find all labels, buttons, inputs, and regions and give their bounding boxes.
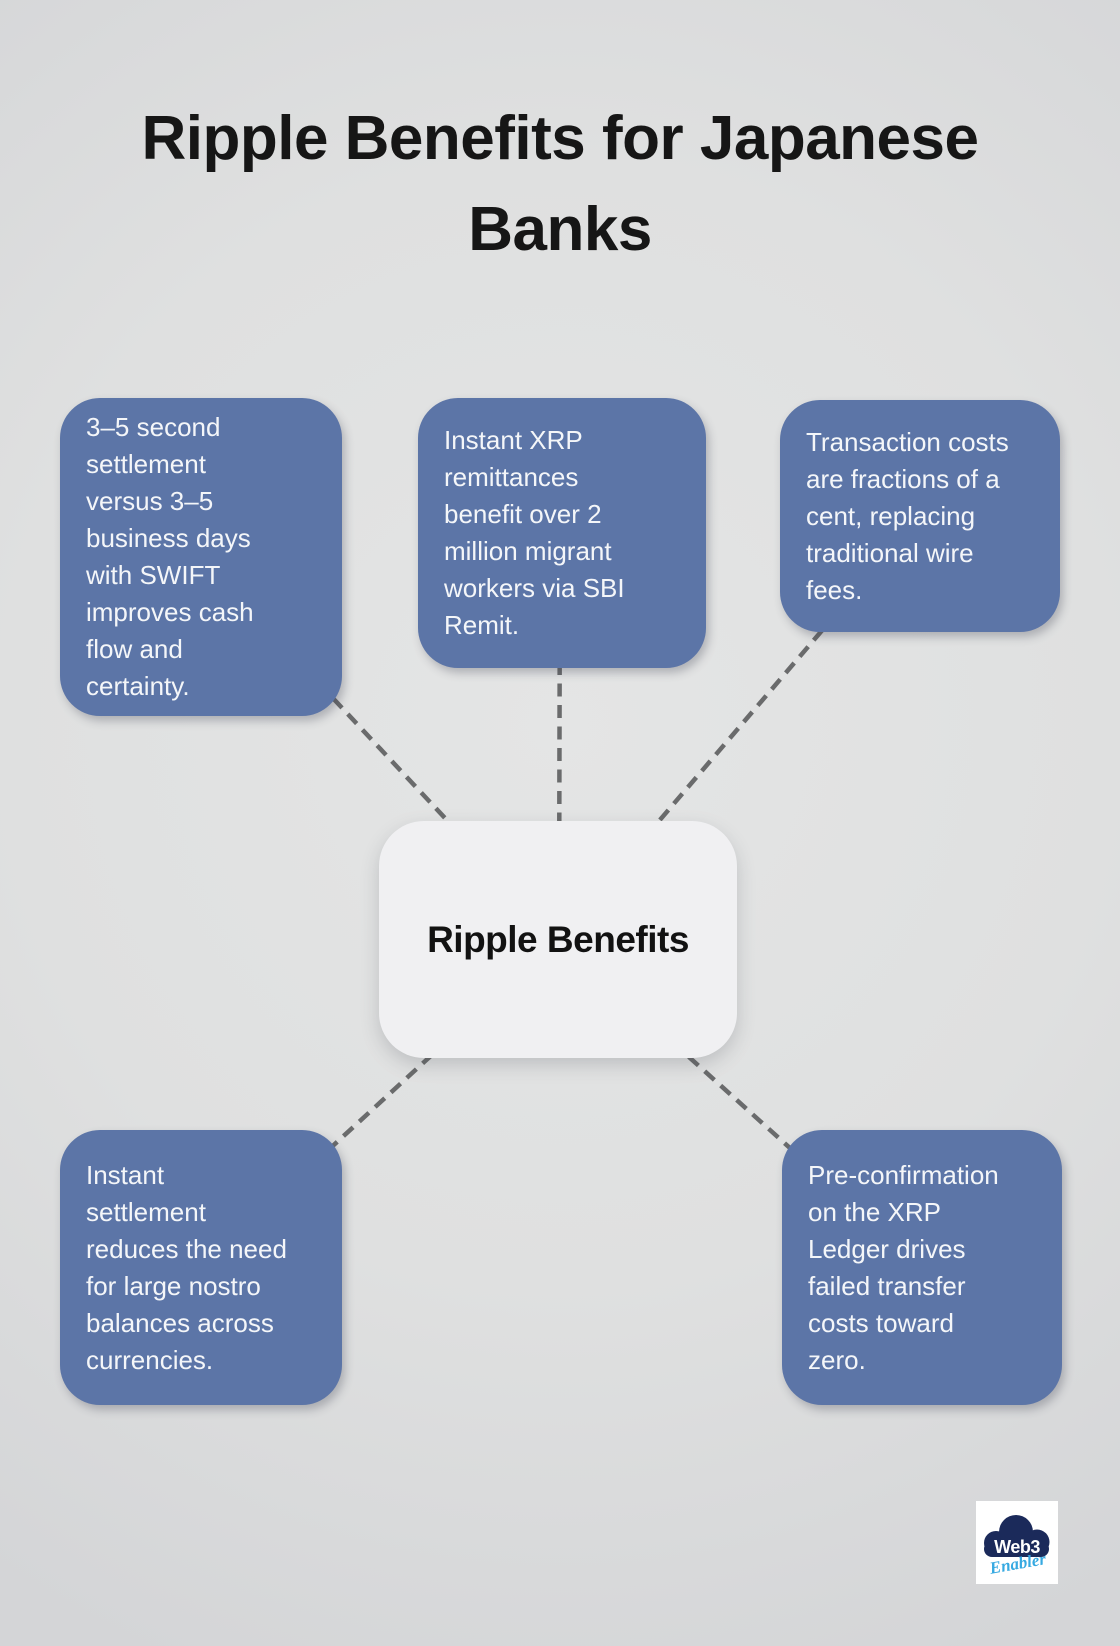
benefit-card-top-middle: Instant XRP remittances benefit over 2 m… <box>418 398 706 668</box>
benefit-text-remittances: Instant XRP remittances benefit over 2 m… <box>444 425 625 640</box>
benefit-card-bottom-left: Instant settlement reduces the need for … <box>60 1130 342 1405</box>
benefit-card-top-right: Transaction costs are fractions of a cen… <box>780 400 1060 632</box>
benefit-card-bottom-right: Pre-confirmation on the XRP Ledger drive… <box>782 1130 1062 1405</box>
connector-bottom-right <box>556 937 924 1269</box>
benefit-card-top-left: 3–5 second settlement versus 3–5 busines… <box>60 398 342 716</box>
logo-web3-text: Web3 <box>994 1537 1040 1557</box>
central-topic-label: Ripple Benefits <box>427 918 689 960</box>
cloud-icon <box>984 1515 1050 1557</box>
benefit-text-nostro-balances: Instant settlement reduces the need for … <box>86 1159 287 1375</box>
benefit-text-transaction-costs: Transaction costs are fractions of a cen… <box>806 426 1009 605</box>
page-title: Ripple Benefits for Japanese Banks <box>141 104 979 264</box>
web3-enabler-logo: Web3 Enabler <box>976 1501 1058 1584</box>
connector-bottom-left <box>199 937 560 1269</box>
benefit-text-settlement-speed: 3–5 second settlement versus 3–5 busines… <box>86 412 254 701</box>
central-topic-card: Ripple Benefits <box>379 821 737 1058</box>
benefit-text-preconfirmation: Pre-confirmation on the XRP Ledger drive… <box>808 1159 999 1375</box>
